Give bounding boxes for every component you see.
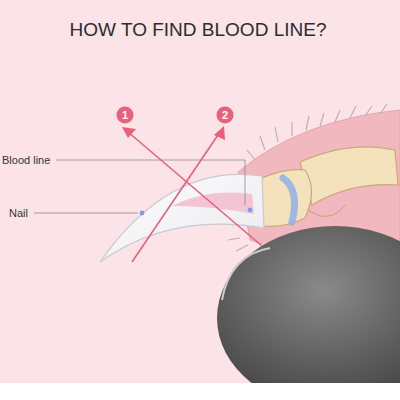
toe-bones — [262, 147, 398, 226]
callout-circle — [217, 107, 234, 124]
callout-number: 2 — [222, 109, 228, 121]
part-label: Blood line — [2, 154, 50, 166]
pad-edge-fur — [222, 248, 270, 300]
callout-circle — [117, 107, 134, 124]
callout-number: 1 — [122, 109, 128, 121]
title: HOW TO FIND BLOOD LINE? — [70, 20, 327, 41]
blood-line-quick — [172, 193, 254, 215]
part-label: Nail — [9, 207, 28, 219]
red-arrows — [122, 126, 262, 262]
quick-dot — [248, 208, 253, 213]
nail-dot — [140, 211, 145, 216]
paw-pad — [217, 226, 400, 383]
